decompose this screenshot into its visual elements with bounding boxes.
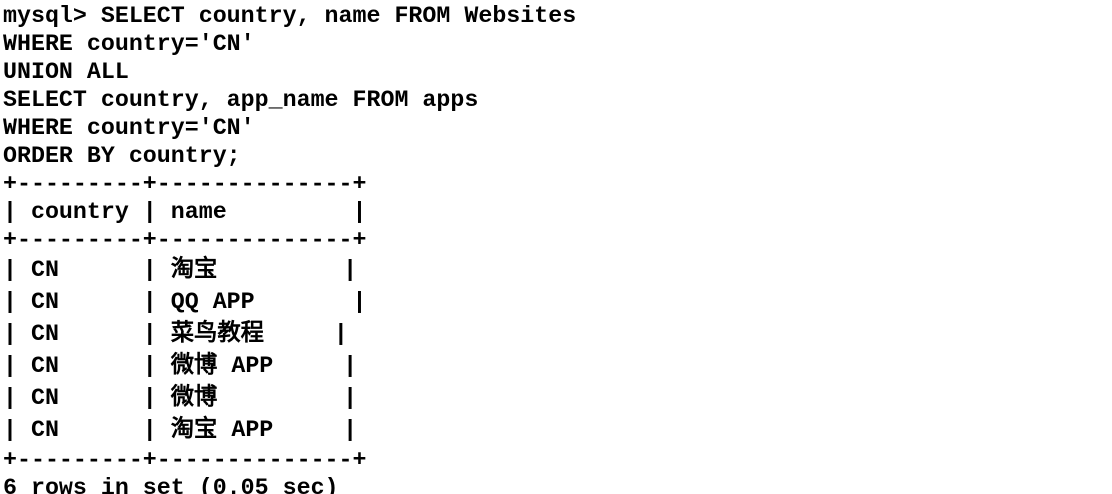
query-line-order-by: ORDER BY country; [3,143,241,169]
query-line-union-all: UNION ALL [3,59,129,85]
table-row: | CN | 菜鸟教程 | [3,321,348,347]
table-row: | CN | 微博 | [3,385,358,411]
query-line-where-websites: WHERE country='CN' [3,31,255,57]
table-border-bottom: +---------+--------------+ [3,447,367,473]
query-line-where-apps: WHERE country='CN' [3,115,255,141]
query-line-select-apps: SELECT country, app_name FROM apps [3,87,479,113]
table-border-top: +---------+--------------+ [3,171,367,197]
query-line-select-websites: mysql> SELECT country, name FROM Website… [3,3,577,29]
table-row: | CN | QQ APP | [3,289,367,315]
table-row: | CN | 淘宝 | [3,257,358,283]
table-row: | CN | 微博 APP | [3,353,358,379]
table-row: | CN | 淘宝 APP | [3,417,358,443]
table-header-row: | country | name | [3,199,367,225]
status-line: 6 rows in set (0.05 sec) [3,475,339,494]
table-border-middle: +---------+--------------+ [3,227,367,253]
